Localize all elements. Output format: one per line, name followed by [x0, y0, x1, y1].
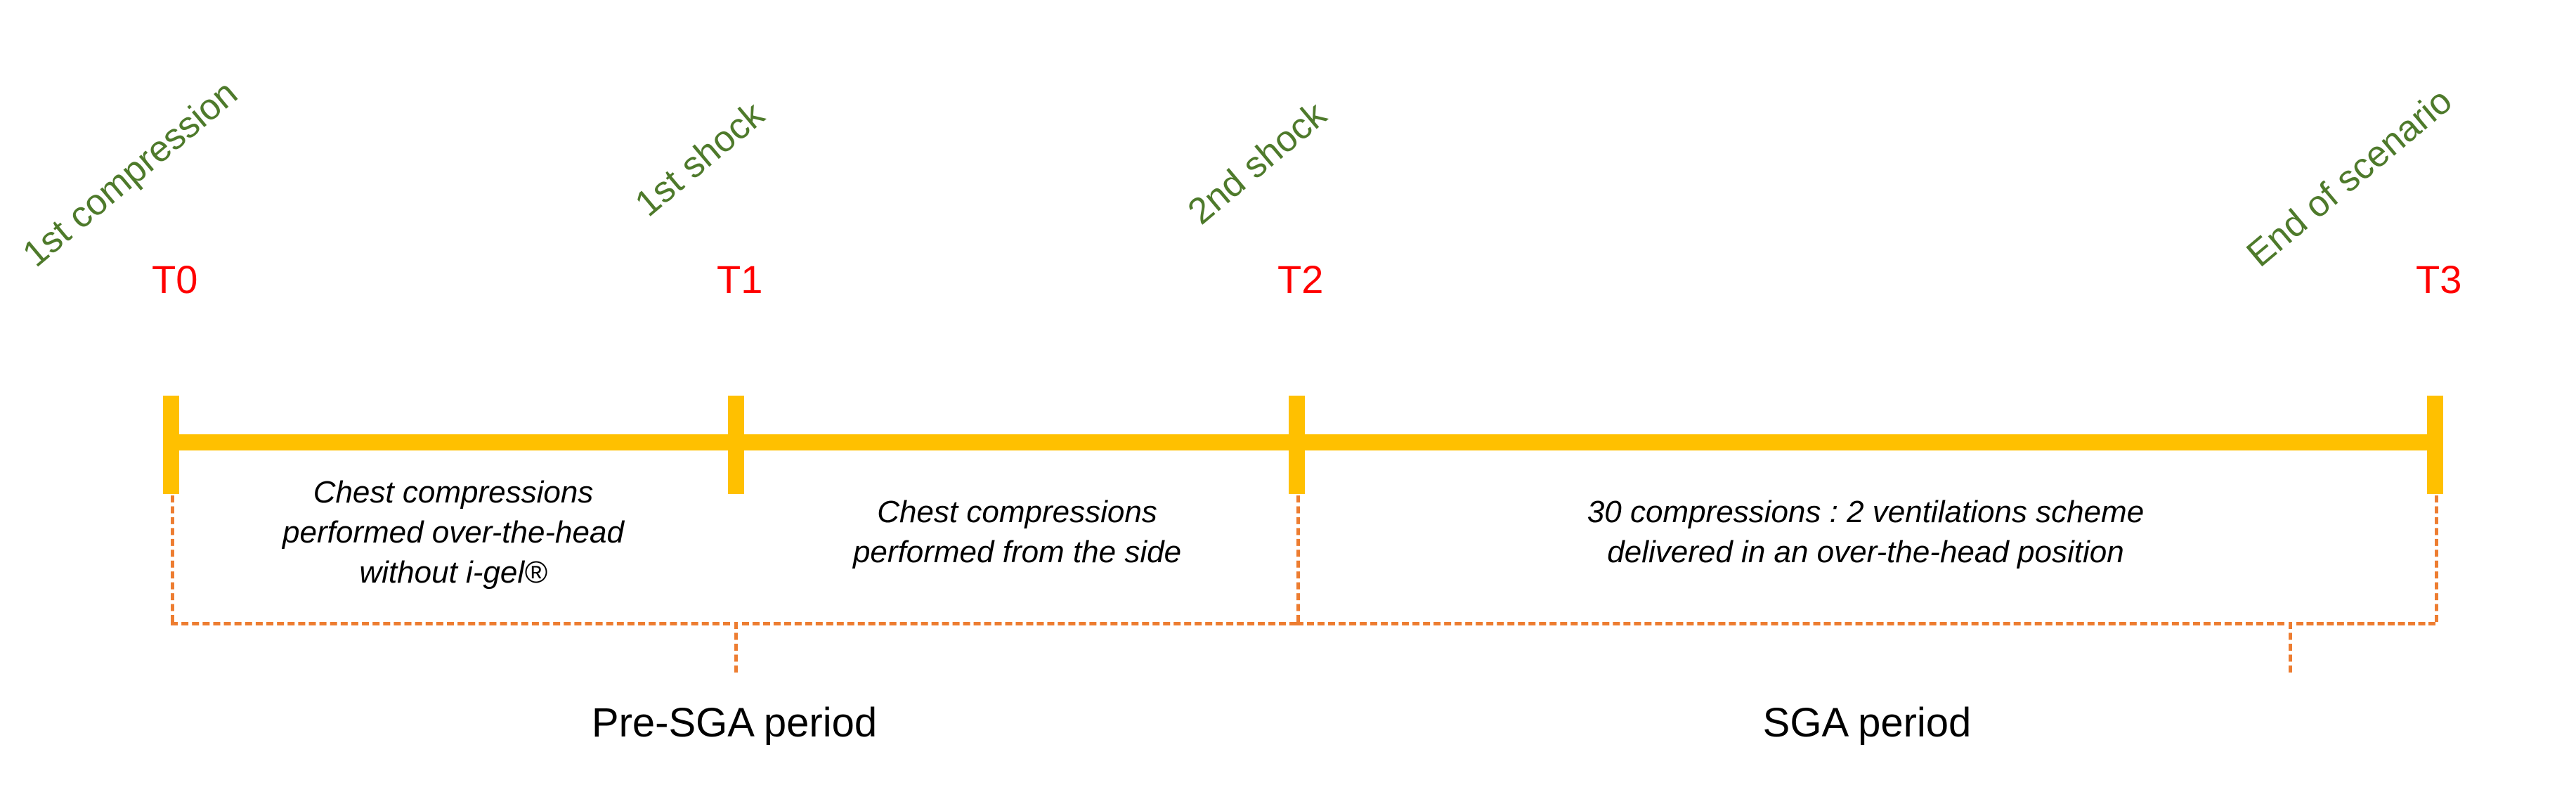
time-marker-t1: T1: [717, 257, 763, 301]
period-label-pre-sga: Pre-SGA period: [591, 700, 878, 746]
event-label-end-of-scenario: End of scenario: [2239, 80, 2460, 275]
time-marker-t2: T2: [1277, 257, 1324, 301]
bracket-top-right-sga: [2296, 622, 2435, 625]
timeline-tick-t3: [2427, 396, 2443, 494]
event-label-1st-shock: 1st shock: [627, 93, 772, 225]
bracket-right-stem-sga: [2435, 495, 2438, 622]
timeline-tick-t2: [1289, 396, 1305, 494]
bracket-left-stem-pre-sga: [171, 495, 174, 622]
segment-description-t2-t3: 30 compressions : 2 ventilations scheme …: [1587, 495, 2145, 570]
bracket-notch-sga: [2289, 622, 2292, 673]
bracket-notch-pre-sga: [734, 622, 738, 673]
bracket-top-left-sga: [1296, 622, 2284, 625]
segment-description-t1-t2: Chest compressions performed from the si…: [852, 495, 1182, 570]
bracket-right-stem-pre-sga: [1296, 495, 1300, 622]
segment-description-t0-t1: Chest compressions performed over-the-he…: [282, 475, 624, 590]
event-label-2nd-shock: 2nd shock: [1180, 93, 1334, 233]
bracket-top-left-pre-sga: [171, 622, 730, 625]
time-marker-t3: T3: [2416, 257, 2462, 301]
period-label-sga: SGA period: [1762, 700, 1972, 746]
timeline-tick-t0: [163, 396, 179, 494]
bracket-top-right-pre-sga: [742, 622, 1296, 625]
time-marker-t0: T0: [152, 257, 198, 301]
event-label-1st-compression: 1st compression: [15, 72, 245, 275]
timeline-tick-t1: [728, 396, 744, 494]
